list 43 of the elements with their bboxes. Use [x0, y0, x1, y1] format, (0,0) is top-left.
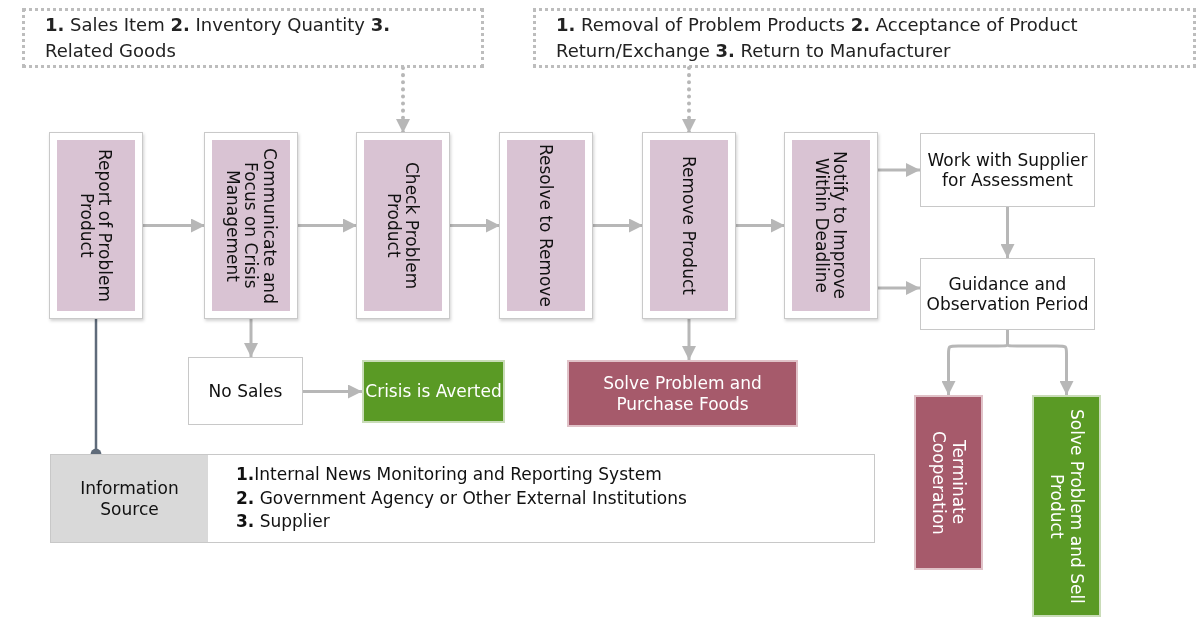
box-label: Report of Problem Product [77, 147, 115, 305]
note-box [533, 8, 1196, 68]
note-text: 1. Removal of Problem Products 2. Acceptance of Product Return/Exchange 3. Return to Manufacturer [556, 12, 1079, 63]
box-label: Check Problem Product [384, 160, 422, 292]
arrow [1006, 330, 1074, 395]
outcome-box [914, 395, 983, 570]
arrow [142, 218, 205, 233]
arrow [877, 163, 920, 177]
info-table [50, 454, 875, 543]
arrow [592, 218, 643, 233]
note-text: 1. Sales Item 2. Inventory Quantity 3. Related Goods [45, 12, 392, 63]
arrow [682, 318, 696, 360]
dotted-arrow [396, 66, 410, 135]
arrow [449, 218, 500, 233]
dotted-arrow [682, 66, 696, 135]
outcome-box [1032, 395, 1101, 617]
arrow [303, 384, 362, 399]
box-label: Remove Product [679, 156, 699, 295]
box-label: Solve Problem and Sell Product [1046, 407, 1087, 606]
box-label: Solve Problem and Purchase Foods [602, 373, 763, 414]
arrow [735, 218, 785, 233]
box-label: Communicate and Focus on Crisis Management [223, 146, 279, 306]
box-label: Guidance and Observation Period [925, 273, 1090, 315]
box-label: No Sales [208, 380, 283, 402]
box-label: Work with Supplier for Assessment [926, 149, 1089, 191]
table-heading: Information Source [51, 455, 208, 542]
outcome-box [362, 360, 505, 423]
process-box [188, 357, 303, 425]
arrow [297, 218, 357, 233]
arrow [1000, 207, 1015, 258]
arrow [877, 281, 920, 295]
box-label: Terminate Cooperation [928, 429, 969, 537]
list-item: 3. Supplier [236, 510, 331, 534]
outcome-box [567, 360, 798, 427]
list-item: 2. Government Agency or Other External Institutions [236, 486, 687, 510]
arrow [244, 318, 258, 357]
note-box [22, 8, 484, 68]
box-label: Resolve to Remove [536, 144, 556, 307]
list-item: 1.Internal News Monitoring and Reporting System [236, 462, 663, 486]
process-box [920, 258, 1095, 330]
box-label: Crisis is Averted [365, 381, 502, 402]
process-box [920, 133, 1095, 207]
box-label: Notify to Improve Within Deadline [812, 150, 850, 302]
